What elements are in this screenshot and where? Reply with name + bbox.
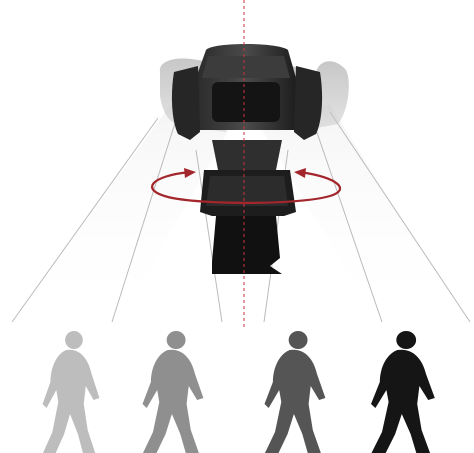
walking-person-icon [265, 331, 326, 453]
walking-person-icon [43, 331, 100, 453]
walking-person-icon [143, 331, 204, 453]
camera-yoke [172, 66, 200, 140]
walking-person-icon [371, 331, 435, 453]
tracking-sequence [43, 331, 435, 453]
